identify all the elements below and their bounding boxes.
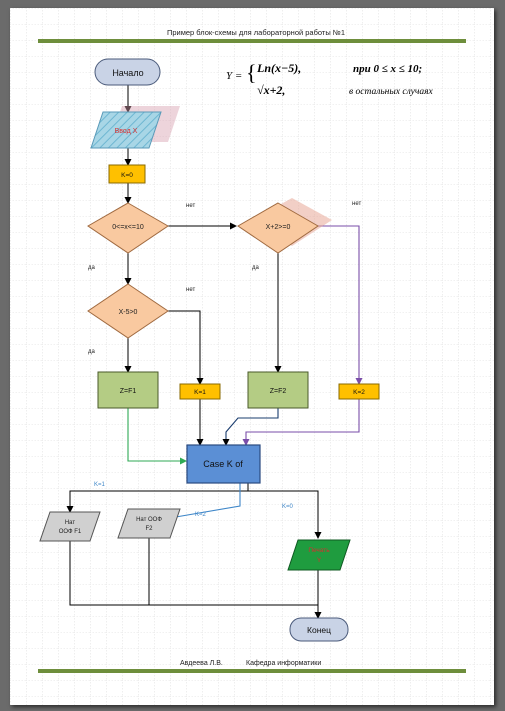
node-cond3: X-5>0 <box>87 283 169 339</box>
node-k1: K=1 <box>179 383 221 400</box>
svg-text:K=0: K=0 <box>121 172 133 179</box>
node-z-f2: Z=F2 <box>247 371 309 409</box>
node-print: Печать Y <box>287 539 351 571</box>
svg-text:K=2: K=2 <box>353 389 365 396</box>
svg-text:Конец: Конец <box>307 625 331 635</box>
svg-text:Ввод X: Ввод X <box>115 128 138 135</box>
svg-text:Case K of: Case K of <box>203 459 243 469</box>
node-output-f2: Нат ООФ F2 <box>117 508 181 539</box>
svg-text:X-5>0: X-5>0 <box>119 309 138 316</box>
formula-lhs: Y = <box>226 70 242 82</box>
label-no-cond2: нет <box>352 201 361 207</box>
svg-text:0<=x<=10: 0<=x<=10 <box>112 224 144 231</box>
header-title: Пример блок-схемы для лабораторной работ… <box>167 28 345 37</box>
node-k0: K=0 <box>108 164 146 184</box>
node-end: Конец <box>289 617 349 642</box>
node-input: Ввод X <box>90 106 180 149</box>
edge-k2-case <box>242 399 360 446</box>
formula-case2-expr: √x+2, <box>257 83 285 97</box>
svg-text:Печать: Печать <box>308 547 330 554</box>
footer-divider <box>38 669 466 673</box>
label-case-k2: K=2 <box>195 512 207 518</box>
label-no-cond1: нет <box>186 203 195 209</box>
page: Пример блок-схемы для лабораторной работ… <box>10 8 494 705</box>
svg-text:X+2>=0: X+2>=0 <box>266 224 291 231</box>
edge-zf2-case <box>222 408 279 446</box>
node-cond1: 0<=x<=10 <box>87 202 169 254</box>
svg-text:F2: F2 <box>145 526 153 532</box>
formula-case1-expr: Ln(x−5), <box>256 61 301 75</box>
edge-case-k2 <box>169 483 241 521</box>
label-yes-cond1: да <box>88 265 96 271</box>
connectors <box>66 85 322 619</box>
label-yes-cond3: да <box>88 349 96 355</box>
edge-cond2-no <box>318 225 363 385</box>
edge-case-k0 <box>248 490 322 539</box>
node-case: Case K of <box>186 444 261 484</box>
svg-text:Z=F1: Z=F1 <box>120 388 137 395</box>
svg-text:K=1: K=1 <box>194 389 206 396</box>
flowchart-canvas: Пример блок-схемы для лабораторной работ… <box>10 8 494 705</box>
formula-case2-cond: в остальных случаях <box>349 87 434 97</box>
formula-case1-cond: при 0 ≤ x ≤ 10; <box>353 63 422 75</box>
node-output-f1: Нат ООФ F1 <box>39 511 101 542</box>
svg-text:Z=F2: Z=F2 <box>270 388 287 395</box>
edge-cond3-no <box>168 310 204 385</box>
grid-background <box>10 8 494 705</box>
edge-case-k1 <box>66 490 248 513</box>
svg-text:Нат: Нат <box>65 520 76 526</box>
footer-department: Кафедра информатики <box>246 660 321 667</box>
formula: Y = { Ln(x−5), √x+2, при 0 ≤ x ≤ 10; в о… <box>226 60 434 97</box>
label-case-k0: K=0 <box>282 504 294 510</box>
label-no-cond3: нет <box>186 287 195 293</box>
node-z-f1: Z=F1 <box>97 371 159 409</box>
node-k2: K=2 <box>338 383 380 400</box>
label-case-k1: K=1 <box>94 482 106 488</box>
formula-brace: { <box>246 60 257 85</box>
label-yes-cond2: да <box>252 265 260 271</box>
node-start: Начало <box>94 58 161 86</box>
footer-author: Авдеева Л.В. <box>180 660 223 667</box>
edge-out1-join <box>69 541 318 606</box>
edge-zf1-case <box>127 408 187 465</box>
svg-text:Нат ООФ: Нат ООФ <box>136 517 162 523</box>
svg-text:Y: Y <box>317 557 322 564</box>
header-divider <box>38 39 466 43</box>
svg-text:Начало: Начало <box>112 68 143 78</box>
svg-text:ООФ F1: ООФ F1 <box>59 529 82 535</box>
node-cond2: X+2>=0 <box>237 198 332 254</box>
